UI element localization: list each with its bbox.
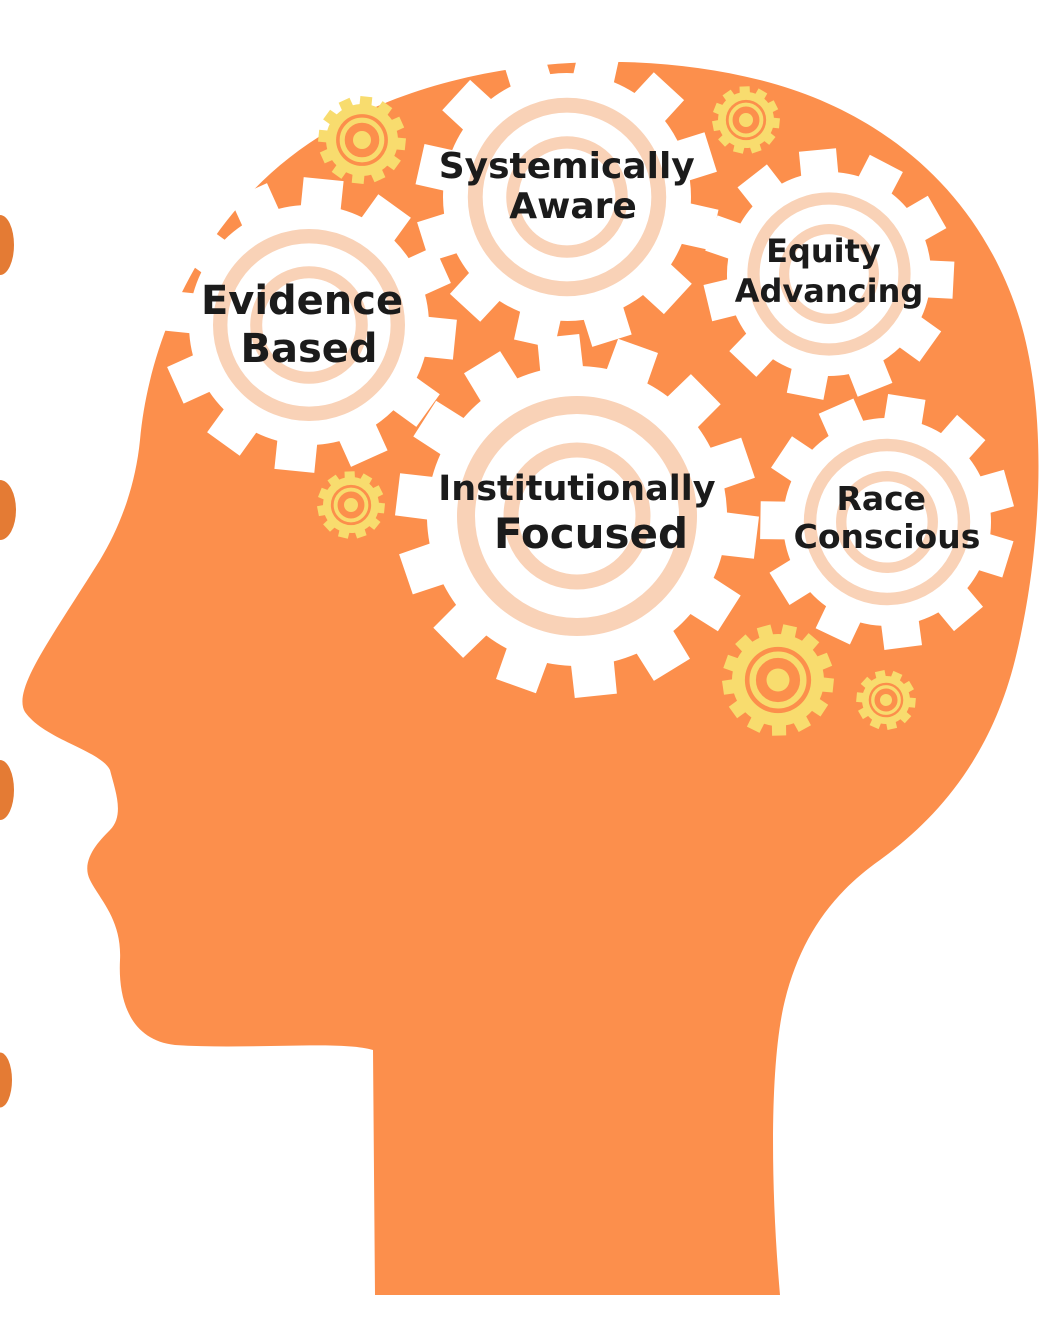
gear-equity-advancing xyxy=(703,148,955,400)
small-gear-hub xyxy=(344,498,358,512)
small-gear-ring xyxy=(871,685,901,715)
gear-label-systemically-aware: Systemically Aware xyxy=(439,146,708,227)
left-edge-marks xyxy=(0,215,16,1108)
gear-ring xyxy=(803,438,971,606)
small-gear-bottom-small xyxy=(856,670,916,730)
small-gear-hub xyxy=(353,131,371,149)
edge-mark xyxy=(0,760,14,820)
small-gear-top-right xyxy=(712,86,780,154)
gear-institutionally-focused xyxy=(395,334,759,698)
gear-label-race-conscious: Race Conscious xyxy=(794,479,981,556)
gear-label-evidence-based: Evidence Based xyxy=(201,278,417,372)
small-gear-hub xyxy=(880,694,892,706)
gear-inner-ring xyxy=(779,224,879,324)
edge-mark xyxy=(0,1052,12,1108)
gear-body xyxy=(703,148,955,400)
small-gear-top-left xyxy=(318,96,406,184)
main-gears xyxy=(161,45,1014,698)
gear-inner-ring xyxy=(506,136,628,258)
gear-evidence-based xyxy=(161,177,457,473)
gear-ring xyxy=(467,97,667,297)
small-gears xyxy=(317,86,916,736)
small-gear-ring xyxy=(749,651,807,709)
gear-inner-ring xyxy=(250,266,368,384)
small-gear-mid-left xyxy=(317,471,385,539)
edge-mark xyxy=(0,480,16,540)
gear-systemically-aware xyxy=(415,45,719,349)
gear-inner-ring xyxy=(836,471,938,573)
small-gear-hub xyxy=(766,668,790,692)
edge-mark xyxy=(0,215,14,275)
gear-label-institutionally-focused: Institutionally Focused xyxy=(438,469,727,558)
gear-labels: Evidence Based Systemically Aware Equity… xyxy=(201,146,980,558)
gear-inner-ring xyxy=(503,442,651,590)
gear-ring xyxy=(747,192,911,356)
small-gear-ring xyxy=(333,487,369,523)
gear-body xyxy=(760,394,1014,650)
gear-ring xyxy=(457,396,697,636)
small-gear-hub xyxy=(739,113,753,127)
gear-body xyxy=(395,334,759,698)
gear-label-equity-advancing: Equity Advancing xyxy=(735,232,924,310)
gear-ring xyxy=(212,228,406,422)
gear-body xyxy=(161,177,457,473)
gear-body xyxy=(415,45,719,349)
gear-race-conscious xyxy=(760,394,1014,650)
small-gear-bottom-large xyxy=(722,624,834,736)
small-gear-ring xyxy=(339,117,385,163)
small-gear-ring xyxy=(728,102,764,138)
